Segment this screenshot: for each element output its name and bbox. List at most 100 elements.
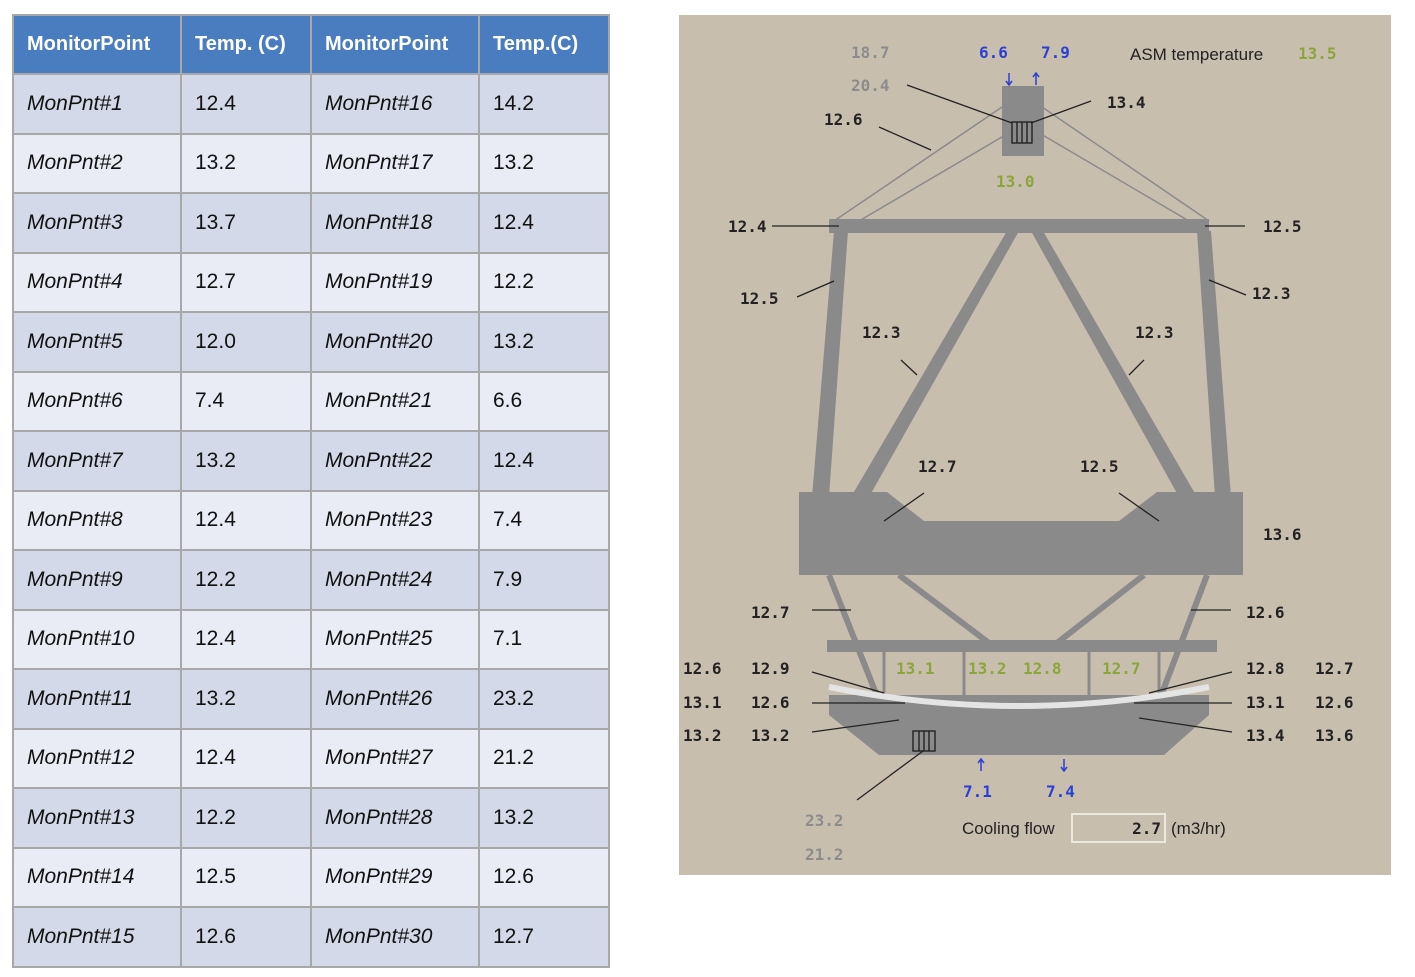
monitor-point-name: MonPnt#12: [12, 727, 182, 789]
monitor-point-name: MonPnt#6: [12, 370, 182, 432]
monitor-point-name: MonPnt#4: [12, 251, 182, 313]
reading-box-right: 13.4: [1107, 93, 1146, 112]
reading-right-r2a: 13.1: [1246, 693, 1285, 712]
monitor-point-name: MonPnt#23: [310, 489, 480, 551]
monitor-point-name: MonPnt#24: [310, 549, 480, 611]
cooling-flow-unit: (m3/hr): [1171, 819, 1226, 838]
mirror-supports: [882, 652, 1161, 695]
monitor-point-name: MonPnt#7: [12, 430, 182, 492]
temperature-value: 13.2: [478, 787, 610, 849]
reading-in-top-blue: 6.6: [979, 43, 1008, 62]
col-header-monitorpoint-2: MonitorPoint: [310, 14, 480, 75]
thermal-diagram: ASM temperature 13.5 18.7 20.4 6.6 7.9 1…: [679, 15, 1391, 875]
temperature-value: 12.6: [478, 846, 610, 908]
temperature-value: 13.2: [478, 132, 610, 194]
cell-body: [799, 492, 1243, 575]
reading-truss-right-outer: 12.3: [1252, 284, 1291, 303]
reading-lower-right: 12.6: [1246, 603, 1285, 622]
temperature-value: 13.2: [180, 132, 312, 194]
top-coil-icon: [1011, 121, 1033, 144]
right-inner-strut: [1031, 231, 1197, 497]
col-header-monitorpoint-1: MonitorPoint: [12, 14, 182, 75]
monitor-point-name: MonPnt#29: [310, 846, 480, 908]
col-header-temp-2: Temp.(C): [478, 14, 610, 75]
monitor-point-name: MonPnt#19: [310, 251, 480, 313]
monitor-point-name: MonPnt#15: [12, 906, 182, 968]
lower-ring: [827, 640, 1217, 652]
temperature-value: 13.2: [180, 430, 312, 492]
upper-ring: [829, 219, 1209, 233]
monitor-point-name: MonPnt#16: [310, 73, 480, 135]
reading-green-3: 12.8: [1023, 659, 1062, 678]
monitor-point-name: MonPnt#10: [12, 608, 182, 670]
leader-lines: [772, 84, 1247, 801]
temperature-value: 12.4: [180, 489, 312, 551]
monitor-point-name: MonPnt#1: [12, 73, 182, 135]
reading-right-r3a: 13.4: [1246, 726, 1285, 745]
temperature-value: 12.5: [180, 846, 312, 908]
temperature-value: 21.2: [478, 727, 610, 789]
monitor-point-name: MonPnt#26: [310, 668, 480, 730]
reading-apex-left: 12.6: [824, 110, 863, 129]
reading-green-4: 12.7: [1102, 659, 1141, 678]
monitor-point-name: MonPnt#27: [310, 727, 480, 789]
temperature-value: 7.4: [478, 489, 610, 551]
reading-ring-left: 12.4: [728, 217, 767, 236]
temperature-value: 13.2: [180, 668, 312, 730]
reading-cell-left: 12.7: [918, 457, 957, 476]
monitor-point-name: MonPnt#14: [12, 846, 182, 908]
apex-struts: [833, 106, 1210, 222]
cooling-flow-label: Cooling flow: [962, 819, 1055, 838]
temperature-value: 12.2: [180, 787, 312, 849]
table-header-row: MonitorPoint Temp. (C) MonitorPoint Temp…: [12, 14, 610, 75]
monitor-point-name: MonPnt#13: [12, 787, 182, 849]
left-inner-strut: [851, 231, 1019, 497]
cooling-flow-field[interactable]: [1071, 813, 1166, 843]
reading-in-bottom-blue: 7.1: [963, 782, 992, 801]
temperature-value: 12.7: [180, 251, 312, 313]
temperature-value: 12.4: [180, 608, 312, 670]
temperature-value: 12.4: [478, 430, 610, 492]
temperature-value: 12.6: [180, 906, 312, 968]
reading-left-r2b: 12.6: [751, 693, 790, 712]
monitor-point-name: MonPnt#25: [310, 608, 480, 670]
reading-green-2: 13.2: [968, 659, 1007, 678]
monitor-point-name: MonPnt#9: [12, 549, 182, 611]
monitor-point-name: MonPnt#2: [12, 132, 182, 194]
reading-cell-right: 12.5: [1080, 457, 1119, 476]
temperature-value: 13.7: [180, 192, 312, 254]
temperature-value: 7.9: [478, 549, 610, 611]
right-outer-strut: [1197, 231, 1231, 497]
monitor-point-name: MonPnt#17: [310, 132, 480, 194]
temperature-value: 12.4: [478, 192, 610, 254]
monitor-point-name: MonPnt#3: [12, 192, 182, 254]
reading-left-r1b: 12.9: [751, 659, 790, 678]
reading-cell-side: 13.6: [1263, 525, 1302, 544]
reading-right-r1a: 12.8: [1246, 659, 1285, 678]
temperature-value: 13.2: [478, 311, 610, 373]
reading-out-bottom-blue: 7.4: [1046, 782, 1075, 801]
reading-right-r1b: 12.7: [1315, 659, 1354, 678]
primary-mirror: [828, 684, 1210, 709]
reading-out-top-blue: 7.9: [1041, 43, 1070, 62]
reading-left-r1a: 12.6: [683, 659, 722, 678]
left-outer-strut: [812, 231, 848, 497]
monitor-point-name: MonPnt#30: [310, 906, 480, 968]
asm-temperature-value: 13.5: [1298, 44, 1337, 63]
reading-right-r2b: 12.6: [1315, 693, 1354, 712]
monitor-point-name: MonPnt#5: [12, 311, 182, 373]
reading-truss-right-inner: 12.3: [1135, 323, 1174, 342]
reading-left-r2a: 13.1: [683, 693, 722, 712]
temperature-value: 12.2: [478, 251, 610, 313]
